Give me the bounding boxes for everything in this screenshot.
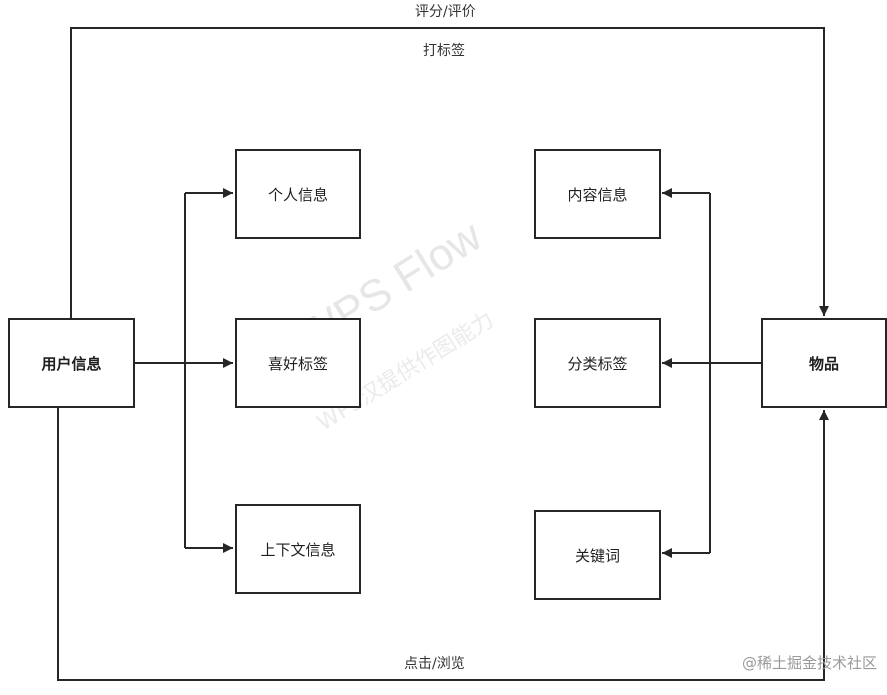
node-preference-tags[interactable]: 喜好标签: [235, 318, 361, 408]
source-watermark: @稀土掘金技术社区: [741, 654, 877, 672]
node-item[interactable]: 物品: [761, 318, 887, 408]
edge-label-tagging: 打标签: [423, 43, 465, 59]
node-context-info[interactable]: 上下文信息: [235, 504, 361, 594]
node-content-info[interactable]: 内容信息: [534, 149, 661, 239]
node-category-tags[interactable]: 分类标签: [534, 318, 661, 408]
node-keywords[interactable]: 关键词: [534, 510, 661, 600]
edge-label-rating: 评分/评价: [411, 1, 480, 21]
node-personal-info[interactable]: 个人信息: [235, 149, 361, 239]
edge-click-connector: [57, 408, 829, 681]
edge-rating-connector: [70, 27, 829, 318]
edge-label-click-browse: 点击/浏览: [404, 656, 465, 672]
node-user-info[interactable]: 用户信息: [8, 318, 135, 408]
